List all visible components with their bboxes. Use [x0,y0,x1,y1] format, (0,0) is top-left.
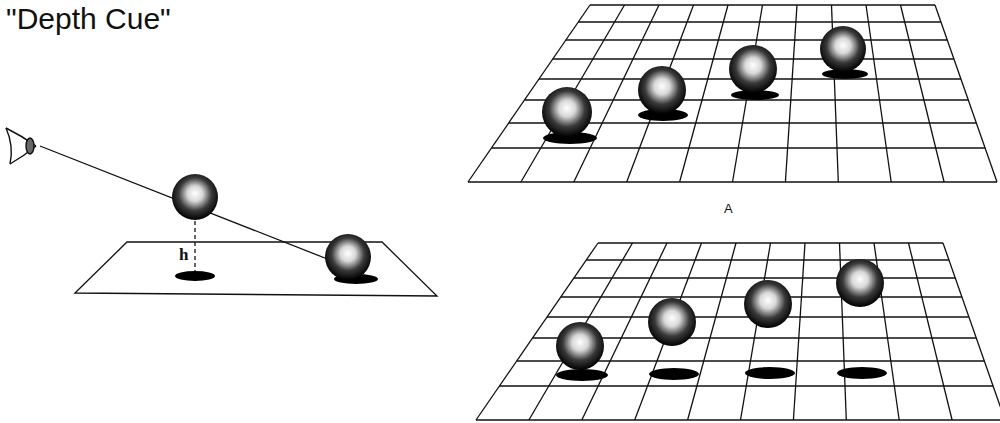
height-label: h [179,246,188,265]
perspective-grid [468,5,997,182]
sphere [729,45,777,93]
sphere [172,174,218,220]
sphere [556,322,604,370]
sphere [542,87,592,137]
shadow [175,271,215,281]
sphere [325,234,371,280]
sphere [638,66,686,114]
shadow [837,367,887,379]
shadow [745,367,795,379]
sphere [836,259,884,307]
eye-symbol [6,128,36,164]
perspective-grid [476,243,1000,420]
sphere [820,26,866,72]
shadow [649,368,699,380]
shadow [556,369,608,381]
sight-line [40,146,335,262]
eye-iris [26,138,34,154]
sphere [744,280,792,328]
sphere [648,298,696,346]
height-line [194,221,195,271]
eye-outline [6,128,11,164]
ground-plane [75,242,437,296]
diagram-title: "Depth Cue" [6,2,171,35]
panel-label: A [724,202,733,216]
